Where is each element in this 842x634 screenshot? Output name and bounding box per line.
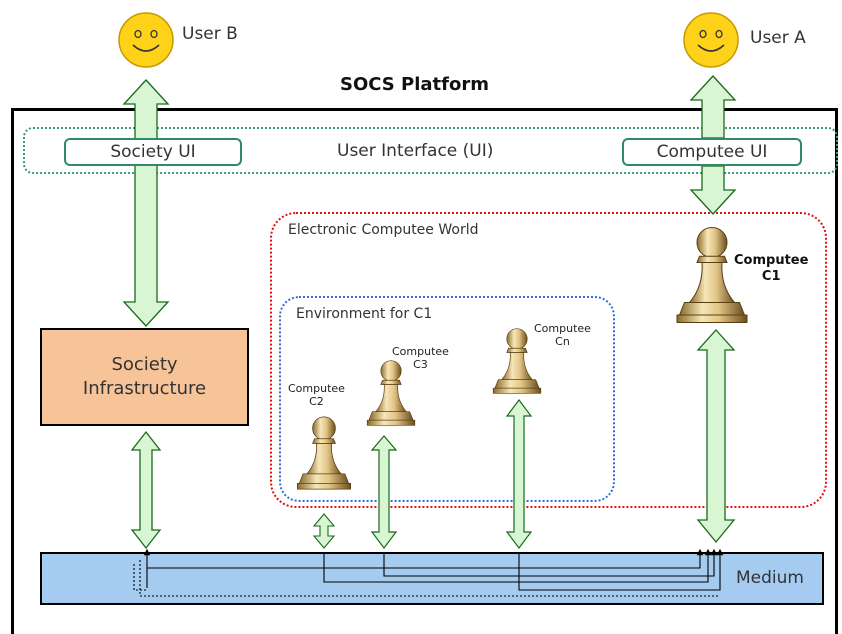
c3-to-medium-arrow — [370, 435, 398, 549]
user-a-to-computee-ui-arrow — [689, 75, 737, 139]
computee-c2-pawn-icon — [296, 416, 352, 490]
medium-label: Medium — [736, 568, 804, 588]
user-a-smiley-icon — [683, 12, 739, 68]
computee-c2-line2: C2 — [309, 395, 324, 408]
user-b-to-society-arrow — [122, 79, 170, 327]
computee-c2-label: Computee C2 — [288, 382, 345, 408]
user-interface-band — [23, 127, 838, 174]
cn-to-medium-arrow — [505, 399, 533, 549]
environment-region — [279, 296, 615, 502]
computee-cn-label: Computee Cn — [534, 322, 591, 348]
electronic-computee-world-region — [270, 212, 827, 508]
computee-c3-line1: Computee — [392, 345, 449, 358]
computee-c3-label: Computee C3 — [392, 345, 449, 371]
world-label: Electronic Computee World — [288, 222, 479, 238]
medium-connection-lines — [133, 548, 724, 597]
computee-c3-line2: C3 — [413, 358, 428, 371]
computee-c1-label: Computee C1 — [734, 253, 808, 285]
computee-ui-to-c1-arrow — [689, 165, 737, 215]
user-b-smiley-icon — [118, 12, 174, 68]
environment-to-medium-arrow — [312, 513, 336, 549]
society-infrastructure-box: Society Infrastructure — [40, 328, 249, 426]
society-infrastructure-line1: Society — [111, 354, 178, 375]
computee-cn-line2: Cn — [555, 335, 570, 348]
platform-frame — [11, 108, 838, 634]
computee-c1-line2: C1 — [761, 269, 781, 284]
c1-to-medium-arrow — [696, 329, 736, 544]
society-ui-box: Society UI — [64, 138, 242, 166]
user-b-label: User B — [182, 24, 238, 44]
user-interface-label: User Interface (UI) — [337, 141, 494, 161]
computee-cn-line1: Computee — [534, 322, 591, 335]
user-a-label: User A — [750, 28, 806, 48]
environment-label: Environment for C1 — [296, 306, 433, 322]
computee-c2-line1: Computee — [288, 382, 345, 395]
society-infrastructure-line2: Infrastructure — [82, 378, 207, 399]
computee-ui-box: Computee UI — [622, 138, 802, 166]
platform-title: SOCS Platform — [340, 74, 489, 95]
computee-c1-line1: Computee — [734, 253, 809, 268]
society-to-medium-arrow — [130, 430, 162, 550]
